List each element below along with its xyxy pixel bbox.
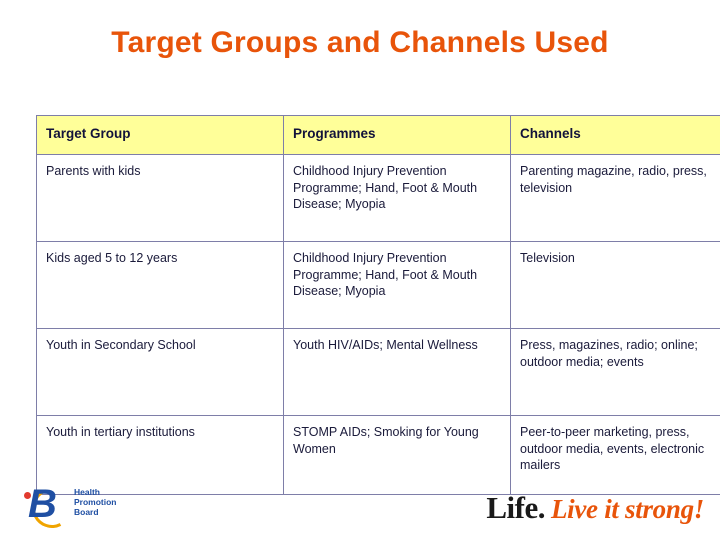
logo-text: Health Promotion Board — [74, 487, 117, 517]
table-row: Youth in tertiary institutions STOMP AID… — [36, 415, 720, 495]
table-row: Kids aged 5 to 12 years Childhood Injury… — [36, 241, 720, 329]
target-groups-table: Target Group Programmes Channels Parents… — [36, 115, 720, 495]
logo-text-line-2: Promotion — [74, 496, 117, 507]
column-header-programmes: Programmes — [283, 115, 511, 155]
table-row: Parents with kids Childhood Injury Preve… — [36, 154, 720, 242]
cell-programmes: Childhood Injury Prevention Programme; H… — [283, 154, 511, 242]
cell-target-group: Youth in tertiary institutions — [36, 415, 284, 495]
table-row: Youth in Secondary School Youth HIV/AIDs… — [36, 328, 720, 416]
cell-programmes: STOMP AIDs; Smoking for Young Women — [283, 415, 511, 495]
cell-channels: Peer-to-peer marketing, press, outdoor m… — [510, 415, 720, 495]
logo-text-line-1: Health — [74, 487, 100, 497]
cell-programmes: Youth HIV/AIDs; Mental Wellness — [283, 328, 511, 416]
cell-target-group: Kids aged 5 to 12 years — [36, 241, 284, 329]
table-body: Parents with kids Childhood Injury Preve… — [36, 154, 720, 495]
logo-b-mark-icon: B — [28, 482, 57, 526]
cell-channels: Parenting magazine, radio, press, televi… — [510, 154, 720, 242]
cell-target-group: Youth in Secondary School — [36, 328, 284, 416]
table-header: Target Group Programmes Channels — [36, 115, 720, 155]
logo-dot-icon — [24, 492, 31, 499]
logo-text-line-3: Board — [74, 506, 99, 517]
column-header-channels: Channels — [510, 115, 720, 155]
cell-programmes: Childhood Injury Prevention Programme; H… — [283, 241, 511, 329]
column-header-target-group: Target Group — [36, 115, 284, 155]
life-word: Life. — [486, 490, 545, 525]
health-promotion-board-logo: B Health Promotion Board — [22, 482, 162, 534]
cell-target-group: Parents with kids — [36, 154, 284, 242]
cell-channels: Press, magazines, radio; online; outdoor… — [510, 328, 720, 416]
life-campaign-logo: Life. Live it strong! — [486, 490, 704, 534]
table-header-row: Target Group Programmes Channels — [36, 115, 720, 155]
cell-channels: Television — [510, 241, 720, 329]
page-title: Target Groups and Channels Used — [111, 26, 609, 59]
life-tagline: Live it strong! — [550, 494, 704, 524]
